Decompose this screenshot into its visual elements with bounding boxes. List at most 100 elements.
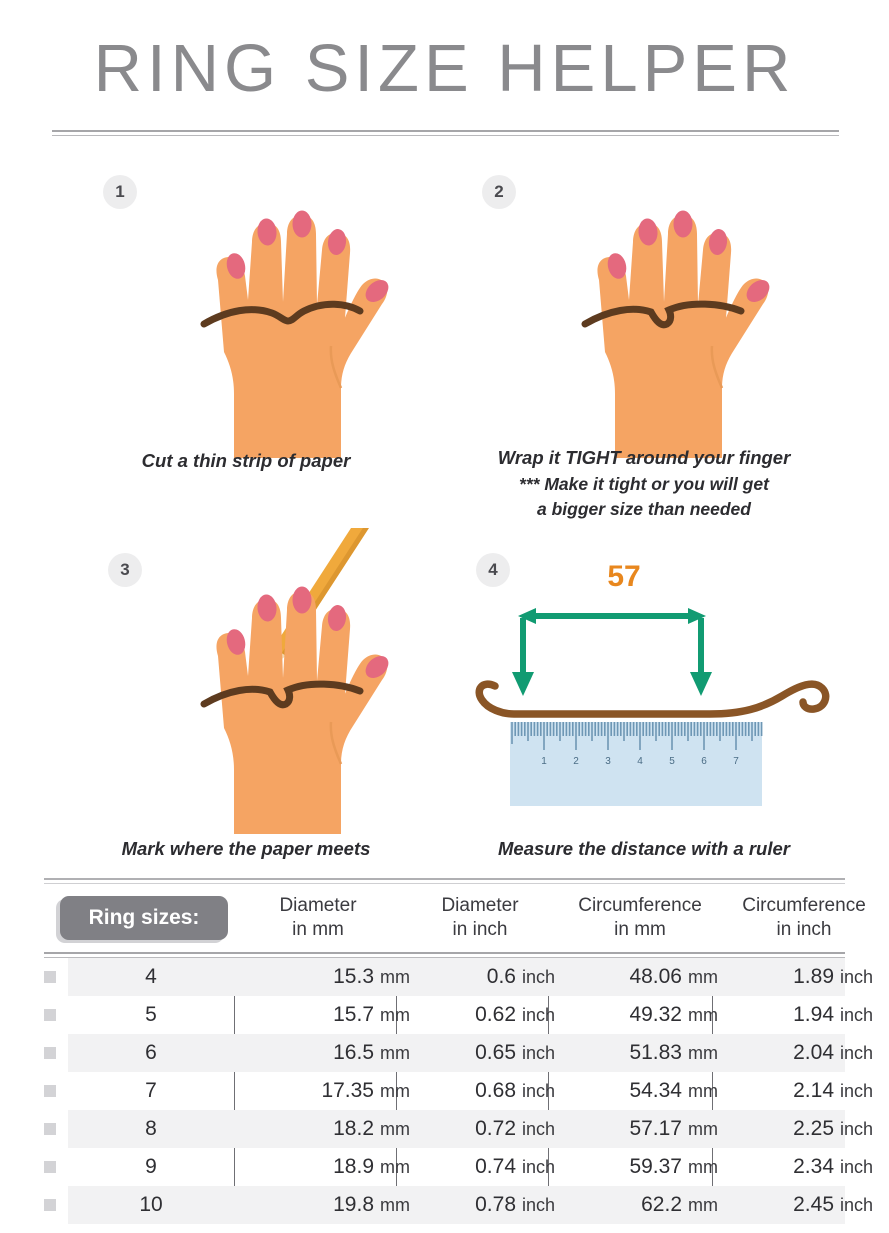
table-header-row: Ring sizes: Diameter in mm Diameter in i… bbox=[44, 884, 866, 952]
hand-with-paper-wrapped-illustration bbox=[581, 210, 770, 458]
step-2-note-line-2: a bigger size than needed bbox=[537, 499, 751, 519]
cell-diameter-mm: 19.8 bbox=[333, 1193, 374, 1216]
cell-unit-diameter-in: inch bbox=[522, 1195, 556, 1215]
cell-unit-circumference-in: inch bbox=[840, 1043, 874, 1063]
svg-text:7: 7 bbox=[733, 756, 739, 767]
cell-unit-diameter-mm: mm bbox=[380, 1005, 410, 1025]
cell-circumference-mm: 49.32 bbox=[629, 1003, 682, 1026]
step-1: 1 Cut a thin strip of paper bbox=[48, 160, 444, 490]
row-background bbox=[68, 1034, 845, 1072]
table-header-line-lower bbox=[44, 957, 845, 958]
cell-unit-circumference-mm: mm bbox=[688, 1081, 718, 1101]
cell-unit-circumference-in: inch bbox=[840, 1081, 874, 1101]
cell-diameter-mm: 15.3 bbox=[333, 965, 374, 988]
cell-circumference-mm: 54.34 bbox=[629, 1079, 682, 1102]
step-4: 4 5 7 bbox=[444, 528, 844, 868]
cell-circumference-mm: 57.17 bbox=[629, 1117, 682, 1140]
cell-unit-diameter-mm: mm bbox=[380, 967, 410, 987]
row-bullet-icon bbox=[44, 1199, 56, 1211]
cell-diameter-mm: 16.5 bbox=[333, 1041, 374, 1064]
table-header-line-upper bbox=[44, 952, 845, 954]
cell-ring-size: 6 bbox=[145, 1041, 157, 1064]
cell-unit-diameter-mm: mm bbox=[380, 1157, 410, 1177]
measure-arrow-left-down bbox=[512, 618, 534, 696]
svg-text:1: 1 bbox=[541, 756, 547, 767]
table-top-line-upper bbox=[44, 878, 845, 880]
column-header-circumference-inch-line2: in inch bbox=[776, 919, 832, 940]
cell-unit-circumference-in: inch bbox=[840, 1195, 874, 1215]
divider-line-upper bbox=[52, 130, 839, 132]
step-2-caption-prefix: Wrap it bbox=[497, 447, 566, 468]
row-bullet-icon bbox=[44, 1047, 56, 1059]
column-header-circumference-mm-line1: Circumference bbox=[578, 895, 702, 916]
cell-diameter-in: 0.78 bbox=[475, 1193, 516, 1216]
cell-circumference-in: 2.25 bbox=[793, 1117, 834, 1140]
column-separator-4 bbox=[712, 958, 713, 1224]
step-2-caption-suffix: around your finger bbox=[620, 447, 791, 468]
ring-sizes-pill: Ring sizes: bbox=[60, 896, 228, 940]
divider-line-lower bbox=[52, 135, 839, 136]
cell-circumference-mm: 59.37 bbox=[629, 1155, 682, 1178]
step-2-caption-emphasis: TIGHT bbox=[565, 447, 621, 468]
svg-text:4: 4 bbox=[637, 756, 643, 767]
cell-unit-diameter-mm: mm bbox=[380, 1043, 410, 1063]
svg-text:2: 2 bbox=[573, 756, 579, 767]
cell-diameter-in: 0.62 bbox=[475, 1003, 516, 1026]
cell-diameter-in: 0.65 bbox=[475, 1041, 516, 1064]
svg-text:5: 5 bbox=[669, 756, 675, 767]
row-background bbox=[68, 958, 845, 996]
table-header-divider bbox=[44, 952, 845, 958]
cell-unit-circumference-in: inch bbox=[840, 1157, 874, 1177]
cell-unit-diameter-mm: mm bbox=[380, 1195, 410, 1215]
column-header-circumference-mm: Circumference in mm bbox=[552, 894, 728, 942]
column-header-circumference-inch: Circumference in inch bbox=[716, 894, 889, 942]
cell-diameter-mm: 15.7 bbox=[333, 1003, 374, 1026]
hand-with-pencil-illustration bbox=[200, 528, 389, 834]
column-header-diameter-mm: Diameter in mm bbox=[240, 894, 396, 942]
cell-unit-circumference-mm: mm bbox=[688, 1195, 718, 1215]
ruler: 1 2 3 4 5 6 7 bbox=[510, 722, 763, 806]
step-3: 3 Mark where the paper meets bbox=[48, 528, 444, 868]
cell-ring-size: 5 bbox=[145, 1003, 157, 1026]
cell-unit-diameter-in: inch bbox=[522, 1157, 556, 1177]
cell-unit-diameter-mm: mm bbox=[380, 1081, 410, 1101]
svg-text:6: 6 bbox=[701, 756, 707, 767]
paper-strip-with-ruler-illustration: 1 2 3 4 5 6 7 bbox=[475, 608, 830, 806]
cell-circumference-in: 2.34 bbox=[793, 1155, 834, 1178]
cell-unit-diameter-in: inch bbox=[522, 1119, 556, 1139]
row-bullet-icon bbox=[44, 1161, 56, 1173]
header: RING SIZE HELPER bbox=[0, 0, 889, 150]
table-top-divider bbox=[44, 878, 845, 884]
page-title: RING SIZE HELPER bbox=[93, 31, 796, 106]
step-badge-3: 3 bbox=[108, 553, 142, 587]
cell-unit-circumference-in: inch bbox=[840, 1005, 874, 1025]
measure-arrow-right-down bbox=[690, 618, 712, 696]
title-divider bbox=[52, 130, 839, 136]
cell-unit-diameter-mm: mm bbox=[380, 1119, 410, 1139]
row-bullet-icon bbox=[44, 1123, 56, 1135]
cell-unit-diameter-in: inch bbox=[522, 1081, 556, 1101]
cell-unit-diameter-in: inch bbox=[522, 1043, 556, 1063]
column-separator-3 bbox=[548, 958, 549, 1224]
cell-unit-diameter-in: inch bbox=[522, 967, 556, 987]
column-separator-1 bbox=[234, 958, 235, 1224]
row-bullet-icon bbox=[44, 1009, 56, 1021]
table-top-line-lower bbox=[44, 883, 845, 884]
cell-diameter-in: 0.68 bbox=[475, 1079, 516, 1102]
column-header-diameter-mm-line2: in mm bbox=[292, 919, 344, 940]
cell-circumference-mm: 48.06 bbox=[629, 965, 682, 988]
steps-section: 1 Cut a thin strip of paper 2 bbox=[0, 160, 889, 870]
cell-diameter-mm: 18.9 bbox=[333, 1155, 374, 1178]
cell-unit-circumference-mm: mm bbox=[688, 1043, 718, 1063]
column-header-circumference-inch-line1: Circumference bbox=[742, 895, 866, 916]
cell-diameter-in: 0.74 bbox=[475, 1155, 516, 1178]
cell-ring-size: 10 bbox=[139, 1193, 163, 1216]
